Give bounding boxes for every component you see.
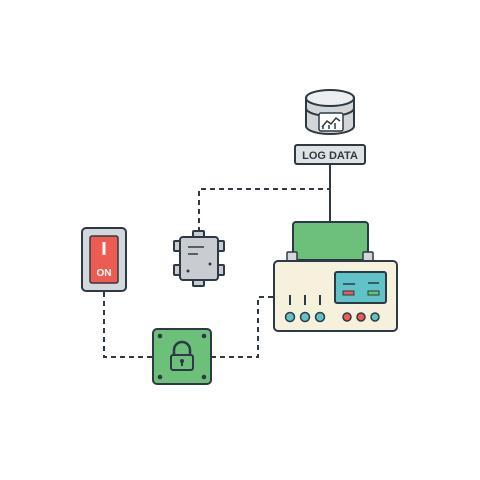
- power-switch-node[interactable]: ON: [81, 227, 127, 292]
- power-switch-label: ON: [97, 268, 112, 279]
- panel-latch-right: [362, 251, 374, 262]
- panel-top-module: [292, 221, 369, 261]
- screw-icon: [157, 333, 207, 380]
- database-label-box: [294, 144, 366, 165]
- screen-indicator-green: [367, 290, 380, 296]
- padlock-icon: [170, 340, 194, 371]
- controller-node[interactable]: [173, 230, 225, 287]
- edge-controller-to-database: [198, 188, 330, 232]
- control-panel-icon: [273, 221, 398, 332]
- control-panel-node[interactable]: [273, 221, 398, 332]
- controller-icon: [173, 230, 225, 287]
- chart-icon: [318, 112, 344, 132]
- database-node[interactable]: LOG DATA: [294, 89, 366, 165]
- power-switch-icon: [81, 227, 127, 292]
- panel-screen: [334, 271, 387, 304]
- edge-switch-to-lock: [103, 292, 153, 358]
- lock-module-node[interactable]: [152, 328, 212, 385]
- screen-indicator-red: [342, 290, 355, 296]
- edge-lock-to-panel: [211, 296, 274, 358]
- panel-latch-left: [286, 251, 298, 262]
- connectors: [103, 164, 331, 358]
- panel-knobs: [284, 311, 380, 323]
- database-label: LOG DATA: [302, 150, 358, 162]
- panel-sliders: [289, 295, 321, 305]
- database-icon: [305, 89, 355, 135]
